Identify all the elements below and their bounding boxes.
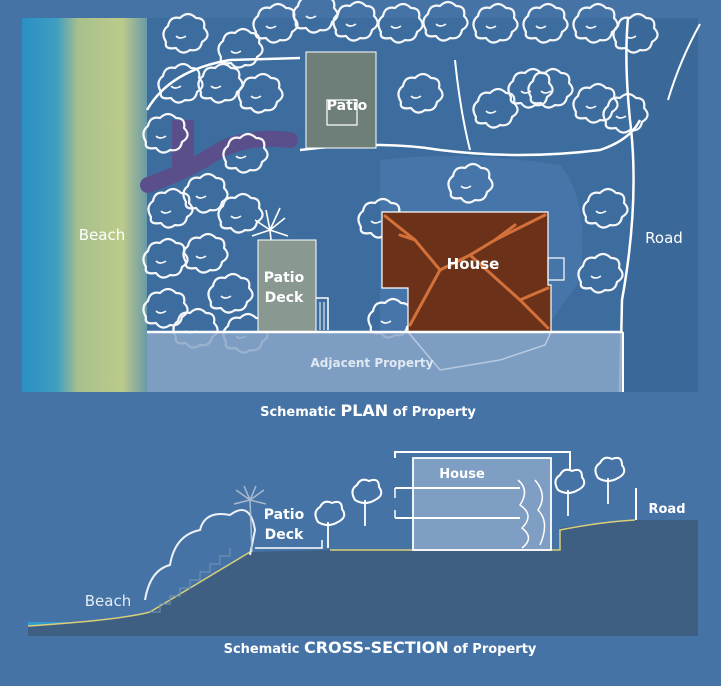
section-patio-deck-label-2: Deck — [265, 527, 304, 543]
section-patio-deck-label-1: Patio — [264, 507, 305, 523]
section-palm-icon — [233, 485, 267, 553]
section-caption-post: of Property — [449, 642, 537, 657]
plan-patio-label: Patio — [327, 98, 368, 114]
plan-caption-pre: Schematic — [260, 405, 340, 420]
section-caption: Schematic CROSS-SECTION of Property — [224, 638, 537, 657]
house-side-steps — [547, 257, 565, 281]
beach-strip — [22, 18, 147, 392]
plan-adjacent-label: Adjacent Property — [311, 356, 434, 370]
plan-caption: Schematic PLAN of Property — [260, 401, 476, 420]
plan-house-label: House — [447, 255, 500, 273]
road-strip — [620, 18, 698, 392]
section-grade-line — [330, 519, 636, 551]
section-steps — [150, 548, 231, 613]
section-house-label: House — [439, 467, 485, 482]
section-ground — [28, 520, 698, 636]
driveway-edge — [454, 59, 471, 151]
adjacent-outline — [407, 331, 552, 371]
patio-deck — [257, 239, 317, 333]
plan-patio-deck-label-2: Deck — [265, 290, 304, 306]
adjacent-property — [147, 332, 623, 392]
section-deck — [255, 540, 323, 549]
plan-patio-deck-label-1: Patio — [264, 270, 305, 286]
garden-path — [140, 130, 298, 193]
section-hedge — [144, 509, 257, 601]
deck-stairs — [316, 297, 329, 330]
palm-icon — [251, 207, 289, 251]
plan-caption-post: of Property — [388, 405, 476, 420]
section-beach-label: Beach — [85, 592, 131, 610]
section-house — [394, 451, 571, 551]
section-beach-line — [27, 551, 251, 627]
garden-path-line — [145, 56, 301, 111]
plan-road-label: Road — [645, 229, 683, 247]
section-caption-pre: Schematic — [224, 642, 304, 657]
section-caption-emph: CROSS-SECTION — [304, 638, 449, 657]
plan-view: Beach Patio Patio Deck House Road Adjace… — [22, 0, 701, 393]
roof-lines — [383, 213, 550, 330]
patio-table — [326, 99, 358, 126]
section-road-label: Road — [648, 502, 685, 517]
plan-caption-emph: PLAN — [340, 401, 388, 420]
cross-section-view: Beach Patio Deck House Road — [27, 451, 698, 636]
road-curb — [667, 23, 701, 101]
plan-beach-label: Beach — [79, 226, 125, 244]
